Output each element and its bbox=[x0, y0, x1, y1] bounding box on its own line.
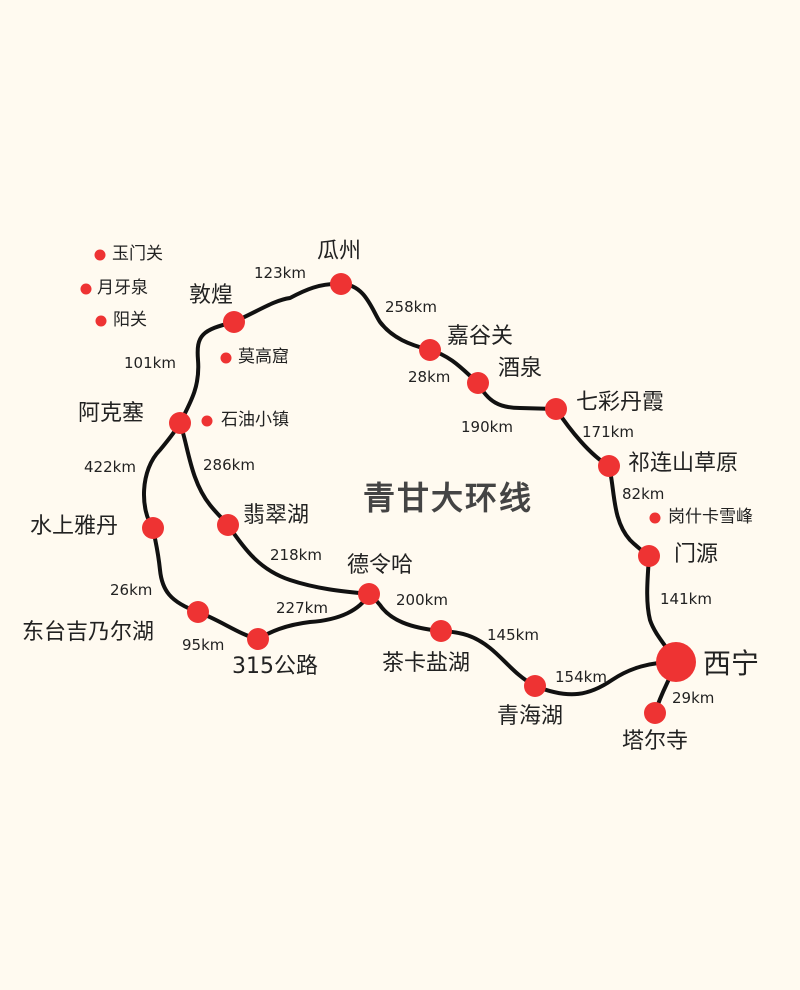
label-jiayuguan: 嘉谷关 bbox=[447, 324, 514, 349]
label-gangshika: 岗什卡雪峰 bbox=[668, 507, 753, 527]
dist-jiuquan-qicai: 190km bbox=[461, 418, 513, 436]
label-mogaoku: 莫高窟 bbox=[238, 347, 289, 367]
dist-menyuan-xining: 141km bbox=[660, 590, 712, 608]
dist-guazhou-jiayuguan: 258km bbox=[385, 298, 437, 316]
dist-dunhuang-guazhou: 123km bbox=[254, 264, 306, 282]
dist-xining-taersi: 29km bbox=[672, 689, 715, 707]
dist-yadan-akesai: 422km bbox=[84, 458, 136, 476]
label-taersi: 塔尔寺 bbox=[622, 729, 689, 754]
poi-dot-yangguan bbox=[95, 315, 107, 327]
label-dongtai: 东台吉乃尔湖 bbox=[22, 620, 155, 645]
dist-feicui-delingha: 218km bbox=[270, 546, 322, 564]
dist-315-dongtai: 95km bbox=[182, 636, 225, 654]
marker-jiayuguan[interactable] bbox=[419, 339, 441, 361]
marker-dunhuang[interactable] bbox=[223, 311, 245, 333]
marker-chaka[interactable] bbox=[430, 620, 452, 642]
marker-shuishang-yadan[interactable] bbox=[142, 517, 164, 539]
label-yangguan: 阳关 bbox=[113, 310, 147, 330]
label-shuishang-yadan: 水上雅丹 bbox=[30, 514, 119, 539]
marker-feicuihu[interactable] bbox=[217, 514, 239, 536]
marker-qinghaihu[interactable] bbox=[524, 675, 546, 697]
poi-dot-shiyou bbox=[201, 415, 213, 427]
label-315-gonglu: 315公路 bbox=[232, 654, 318, 679]
marker-menyuan[interactable] bbox=[638, 545, 660, 567]
label-jiuquan: 酒泉 bbox=[498, 356, 543, 381]
marker-akesai[interactable] bbox=[169, 412, 191, 434]
dist-delingha-315: 227km bbox=[276, 599, 328, 617]
label-guazhou: 瓜州 bbox=[317, 239, 362, 264]
label-qicai-danxia: 七彩丹霞 bbox=[576, 390, 665, 415]
label-qinghaihu: 青海湖 bbox=[497, 704, 564, 729]
label-qilianshan: 祁连山草原 bbox=[628, 451, 739, 476]
dist-qicai-qilian: 171km bbox=[582, 423, 634, 441]
label-delingha: 德令哈 bbox=[347, 553, 414, 578]
poi-dot-yumenguan bbox=[94, 249, 106, 261]
label-feicuihu: 翡翠湖 bbox=[243, 503, 310, 528]
label-menyuan: 门源 bbox=[674, 542, 719, 567]
label-dunhuang: 敦煌 bbox=[189, 283, 234, 308]
marker-delingha[interactable] bbox=[358, 583, 380, 605]
dist-xining-qinghaihu: 154km bbox=[555, 668, 607, 686]
label-akesai: 阿克塞 bbox=[78, 401, 145, 426]
label-chaka: 茶卡盐湖 bbox=[382, 651, 471, 676]
marker-qilianshan[interactable] bbox=[598, 455, 620, 477]
marker-guazhou[interactable] bbox=[330, 273, 352, 295]
marker-jiuquan[interactable] bbox=[467, 372, 489, 394]
label-yumenguan: 玉门关 bbox=[112, 244, 163, 264]
marker-xining[interactable] bbox=[656, 642, 696, 682]
poi-dot-mogaoku bbox=[220, 352, 232, 364]
dist-qinghaihu-chaka: 145km bbox=[487, 626, 539, 644]
marker-dongtai[interactable] bbox=[187, 601, 209, 623]
dist-jiayuguan-jiuquan: 28km bbox=[408, 368, 451, 386]
poi-dot-yueyaquan bbox=[80, 283, 92, 295]
label-shiyou-xiaozhen: 石油小镇 bbox=[221, 410, 289, 430]
poi-dot-gangshika bbox=[649, 512, 661, 524]
dist-qilian-menyuan: 82km bbox=[622, 485, 665, 503]
label-yueyaquan: 月牙泉 bbox=[97, 278, 148, 298]
dist-akesai-dunhuang: 101km bbox=[124, 354, 176, 372]
marker-taersi[interactable] bbox=[644, 702, 666, 724]
label-xining: 西宁 bbox=[703, 647, 760, 680]
map-title: 青甘大环线 bbox=[363, 479, 534, 517]
stop-markers bbox=[80, 249, 696, 724]
dist-dongtai-yadan: 26km bbox=[110, 581, 153, 599]
dist-akesai-feicui: 286km bbox=[203, 456, 255, 474]
marker-qicai-danxia[interactable] bbox=[545, 398, 567, 420]
marker-315-gonglu[interactable] bbox=[247, 628, 269, 650]
dist-chaka-delingha: 200km bbox=[396, 591, 448, 609]
